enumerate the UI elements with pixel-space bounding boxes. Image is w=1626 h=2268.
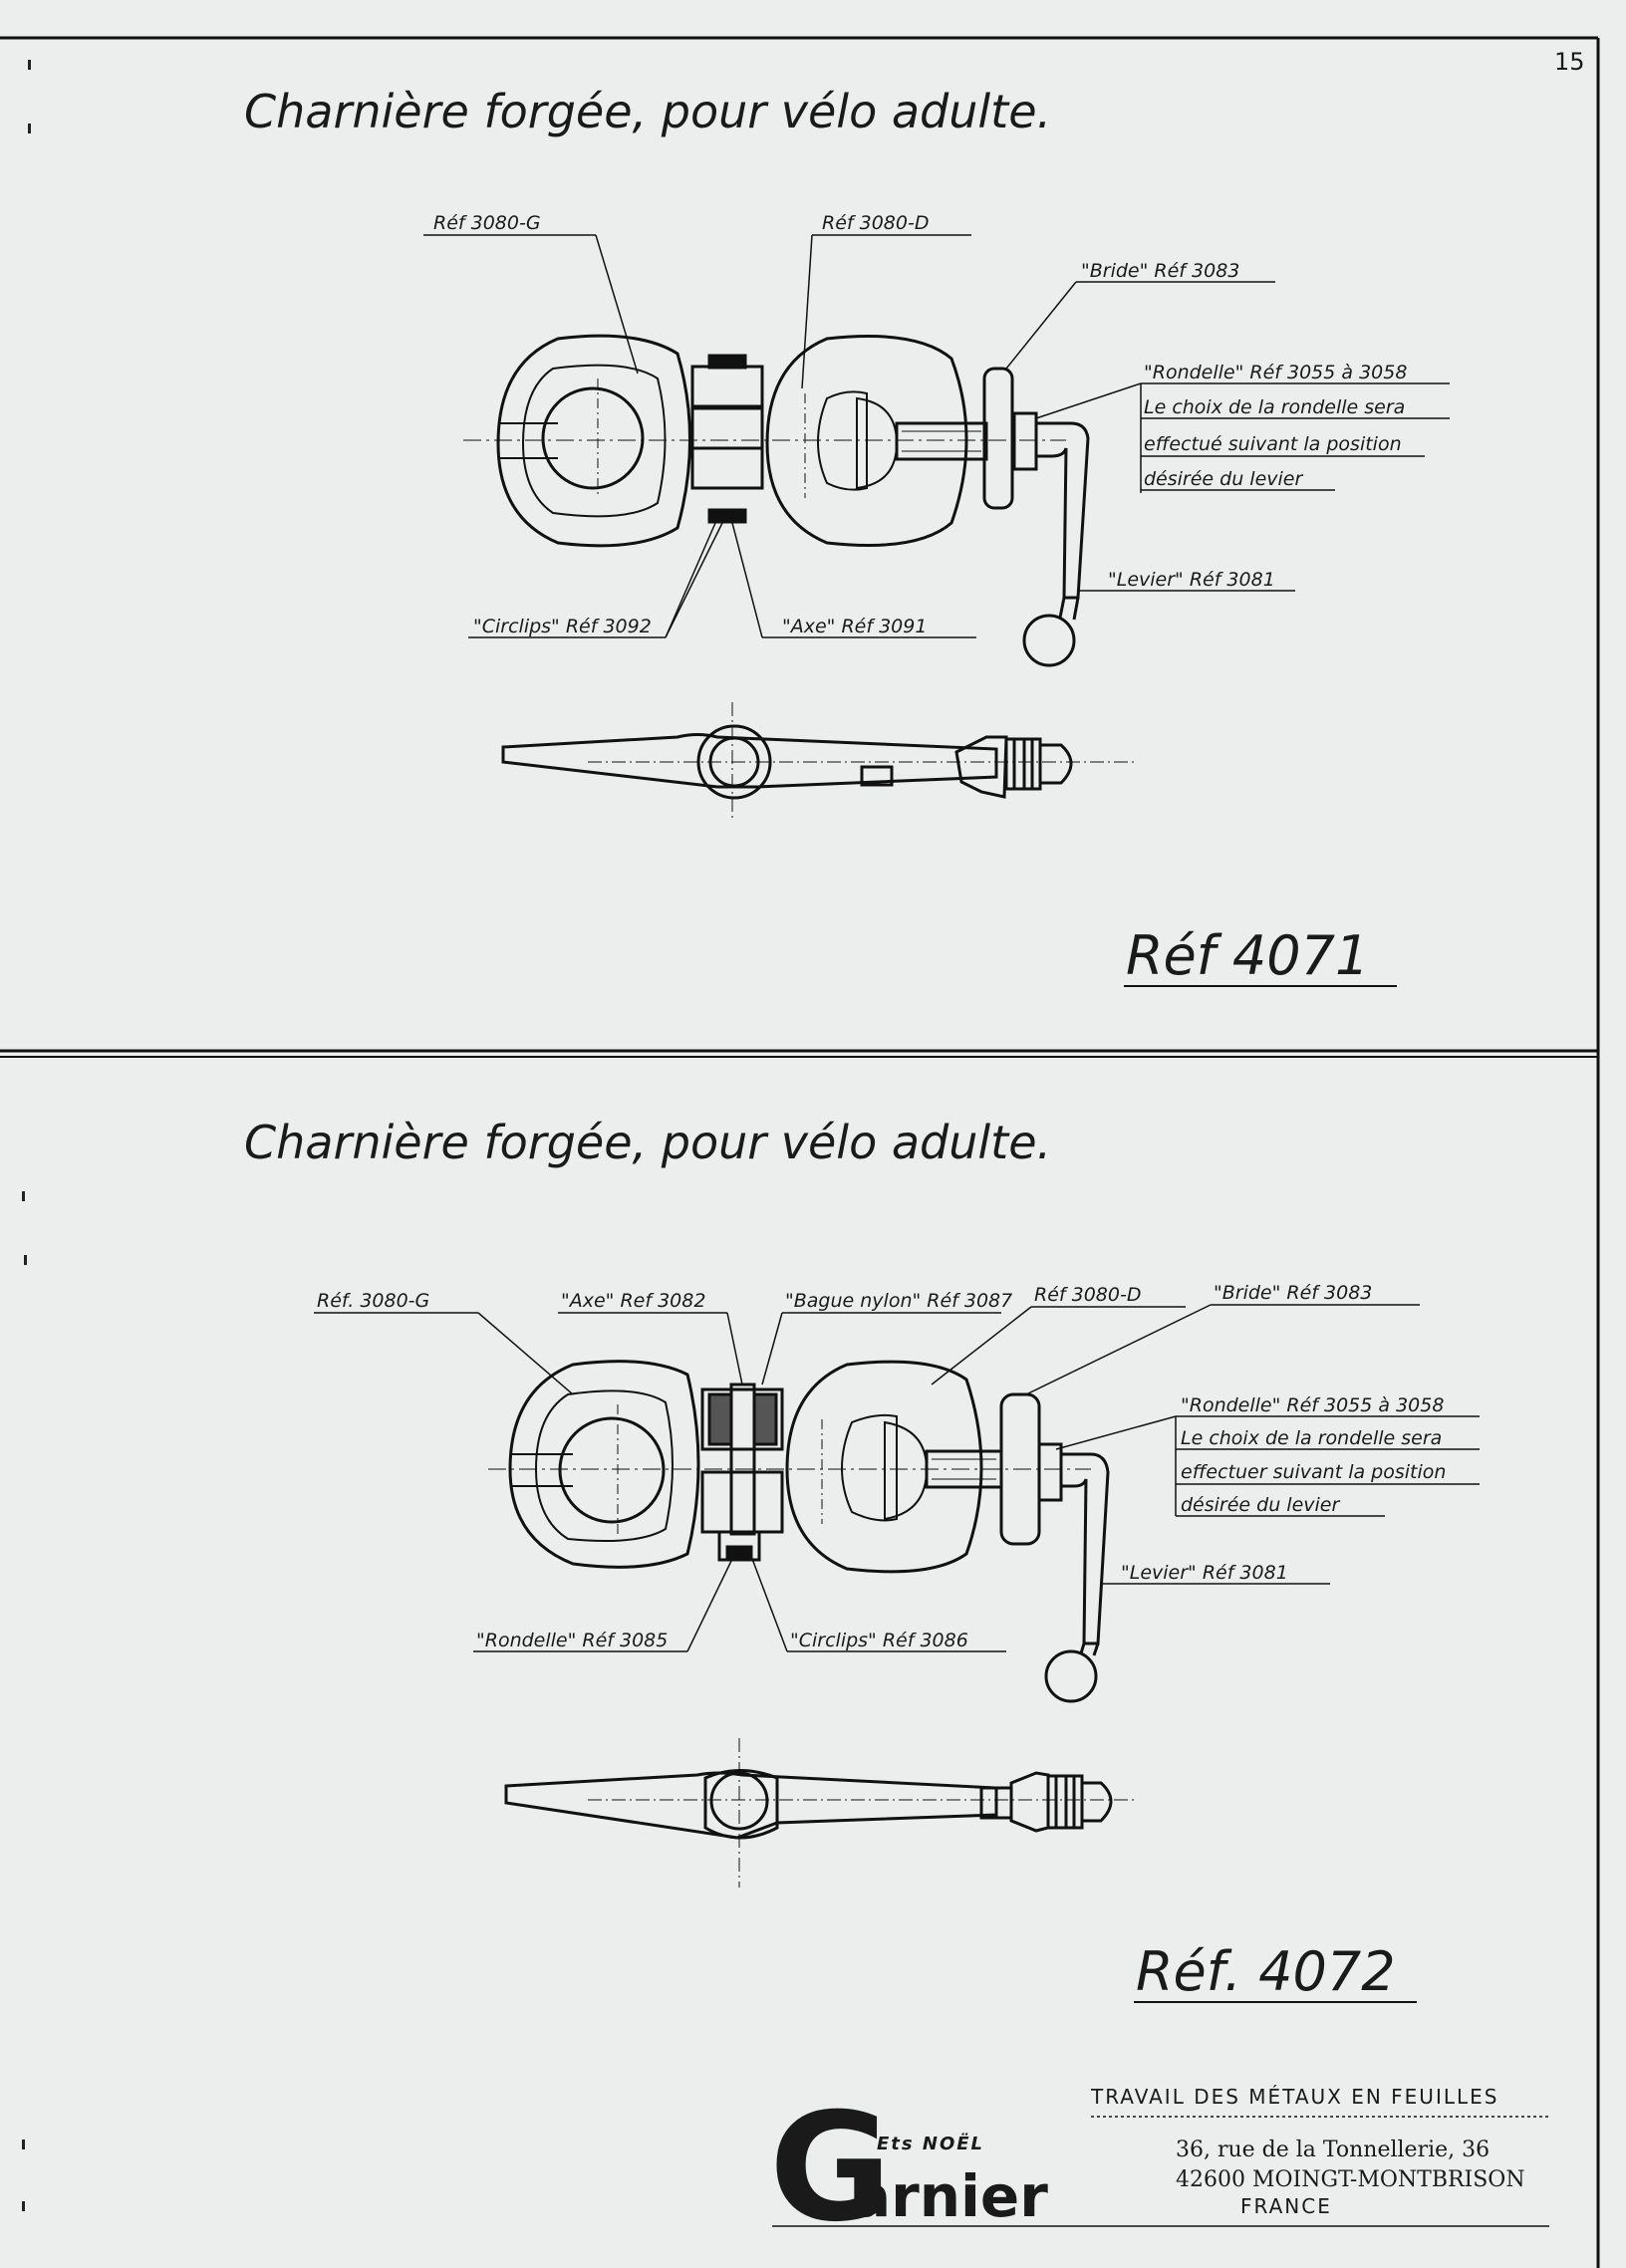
section-2-title: Charnière forgée, pour vélo adulte. bbox=[244, 1116, 1051, 1169]
section-2-label-rondelle: "Rondelle" Réf 3055 à 3058 bbox=[1181, 1394, 1444, 1416]
page-number: 15 bbox=[1554, 48, 1585, 76]
binder-marks bbox=[22, 60, 31, 2211]
section-1-top-view bbox=[463, 334, 1090, 667]
section-2-ref: Réf. 4072 bbox=[1136, 1940, 1396, 2003]
section-2-note-line-3: désirée du levier bbox=[1181, 1494, 1340, 1516]
address-line-1: 36, rue de la Tonnellerie, 36 bbox=[1176, 2138, 1490, 2162]
page-frame bbox=[0, 36, 1600, 2268]
section-2-label-bride: "Bride" Réf 3083 bbox=[1214, 1282, 1372, 1304]
section-1-ref: Réf 4071 bbox=[1126, 924, 1369, 987]
section-2-label-circlips: "Circlips" Réf 3086 bbox=[790, 1630, 968, 1651]
section-1-note-line-2: effectué suivant la position bbox=[1144, 433, 1402, 455]
section-2-label-left-part: Réf. 3080-G bbox=[317, 1290, 429, 1312]
brand-name: arnier bbox=[852, 2162, 1048, 2230]
section-1-note-line-1: Le choix de la rondelle sera bbox=[1144, 396, 1405, 418]
section-1-label-axe: "Axe" Réf 3091 bbox=[782, 616, 927, 637]
section-1-title: Charnière forgée, pour vélo adulte. bbox=[244, 85, 1051, 138]
section-1-label-levier: "Levier" Réf 3081 bbox=[1108, 569, 1275, 591]
section-1-label-rondelle: "Rondelle" Réf 3055 à 3058 bbox=[1144, 362, 1407, 383]
section-2-note-line-2: effectuer suivant la position bbox=[1181, 1461, 1446, 1483]
section-1-side-view bbox=[501, 702, 1136, 822]
company-footer: G Ets NOËL arnier TRAVAIL DES MÉTAUX EN … bbox=[769, 2082, 1549, 2255]
ets-noel: Ets NOËL bbox=[877, 2133, 984, 2154]
section-1-label-bride: "Bride" Réf 3083 bbox=[1081, 260, 1239, 282]
section-2-side-view bbox=[504, 1738, 1136, 1888]
tagline: TRAVAIL DES MÉTAUX EN FEUILLES bbox=[1090, 2085, 1498, 2109]
section-1-label-right-part: Réf 3080-D bbox=[822, 212, 929, 234]
section-2-label-bague: "Bague nylon" Réf 3087 bbox=[785, 1290, 1012, 1312]
section-2-leaders bbox=[314, 1304, 1480, 1652]
section-2-label-rondelle-2: "Rondelle" Réf 3085 bbox=[476, 1630, 668, 1651]
section-1-leaders bbox=[423, 234, 1450, 638]
section-2-note-line-1: Le choix de la rondelle sera bbox=[1181, 1427, 1442, 1449]
section-1-label-circlips: "Circlips" Réf 3092 bbox=[473, 616, 652, 637]
section-2-top-view bbox=[488, 1360, 1110, 1703]
section-1-label-left-part: Réf 3080-G bbox=[433, 212, 541, 234]
section-2-label-levier: "Levier" Réf 3081 bbox=[1121, 1562, 1288, 1584]
section-2-label-right-part: Réf 3080-D bbox=[1034, 1284, 1141, 1306]
address-line-2: 42600 MOINGT-MONTBRISON bbox=[1176, 2167, 1525, 2192]
section-2-label-axe: "Axe" Ref 3082 bbox=[561, 1290, 705, 1312]
section-1-note-line-3: désirée du levier bbox=[1144, 468, 1303, 490]
country: FRANCE bbox=[1240, 2194, 1332, 2218]
